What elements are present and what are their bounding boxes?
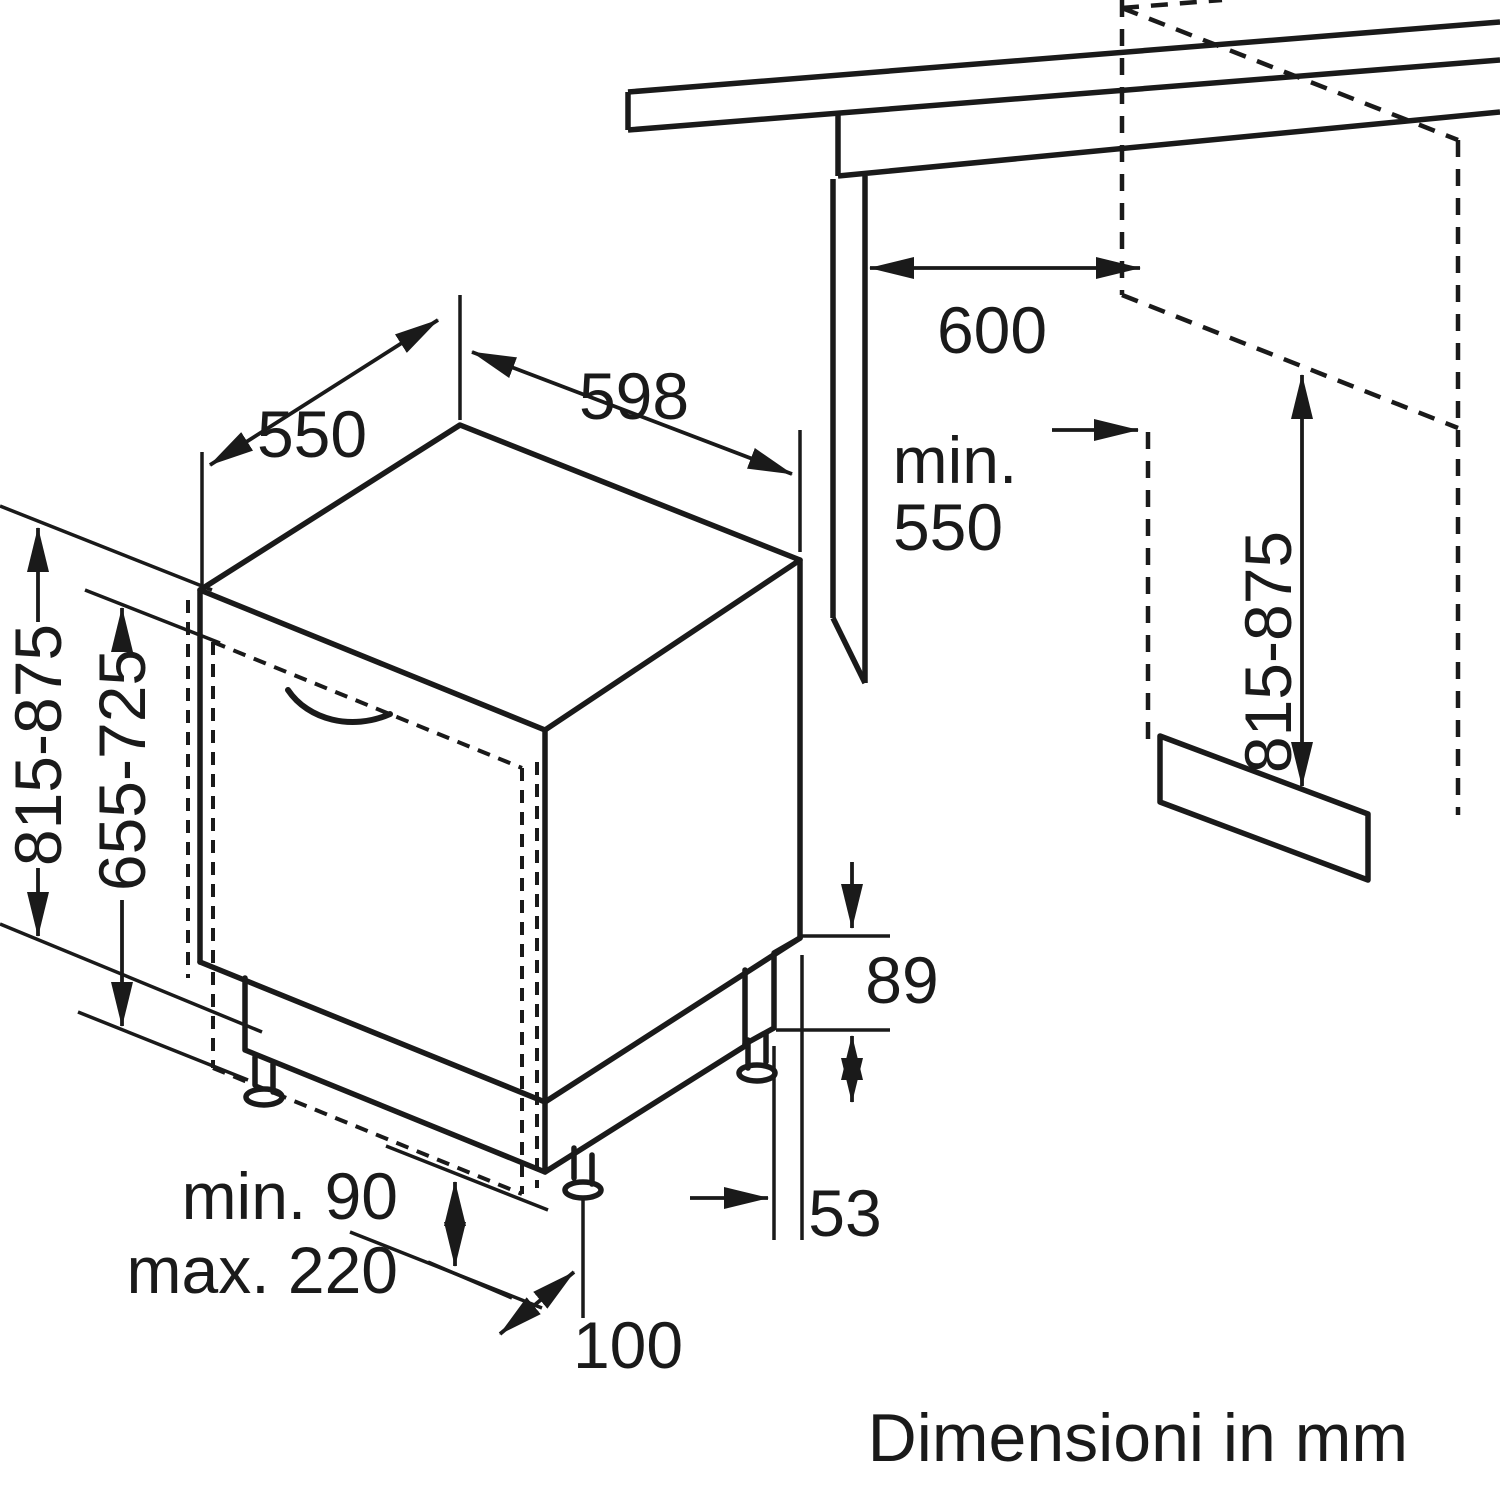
dim-height-total-label: 815-875 [1, 624, 75, 866]
plinth-front-face [242, 975, 548, 1175]
dimensions-group: 550 598 600 min. 550 815-875 815-875 655… [0, 257, 1313, 1382]
dim-plinth-min-label: min. 90 [182, 1159, 398, 1233]
niche-group [625, 0, 1500, 883]
side-panel-bottom-edge [830, 616, 868, 685]
dishwasher-group [186, 422, 803, 1201]
dim-niche-height-label: 815-875 [1231, 531, 1305, 773]
dim-line-width-front [471, 350, 793, 476]
plinth-back-step [742, 935, 803, 1047]
ext-door-bottom-plane [77, 1010, 249, 1082]
ext-door-top-plane [84, 588, 221, 645]
dishwasher-side-bottom-edge [542, 935, 803, 1105]
dim-niche-min-depth-label: 550 [893, 490, 1003, 564]
dishwasher-front-bottom-edge [197, 959, 548, 1105]
dim-plinth-max-label: max. 220 [127, 1233, 398, 1307]
niche-floor-plinth [1157, 733, 1371, 883]
dim-arrow-foot-offset [498, 1270, 576, 1336]
plinth-side-face [542, 967, 748, 1175]
dim-door-height-label: 655-725 [85, 649, 159, 891]
ext-plinth-top-plane [385, 1144, 549, 1212]
dim-line-depth-top [208, 318, 440, 467]
dim-width-front-label: 598 [579, 359, 689, 433]
dim-niche-min-label: min. [893, 423, 1018, 497]
dim-niche-depth-label: 600 [937, 293, 1047, 367]
dim-base-step-label: 89 [865, 943, 938, 1017]
ext-appliance-bottom-plane [0, 922, 263, 1034]
units-caption: Dimensioni in mm [868, 1400, 1408, 1476]
ext-plinth-bottom-plane [349, 1230, 543, 1310]
countertop-bottom-edge [627, 57, 1500, 133]
countertop-underside-edge [837, 109, 1500, 179]
dim-foot-offset-label: 100 [573, 1308, 683, 1382]
furniture-door-dashed-outline [186, 600, 539, 1196]
countertop-top-edge [627, 19, 1500, 95]
niche-dashed-volume [1119, 0, 1461, 815]
door-handle [285, 687, 393, 725]
dim-depth-top-label: 550 [257, 397, 367, 471]
foot-front [562, 1145, 604, 1201]
dim-recess-label: 53 [808, 1176, 881, 1250]
ext-appliance-top-plane [0, 504, 213, 592]
